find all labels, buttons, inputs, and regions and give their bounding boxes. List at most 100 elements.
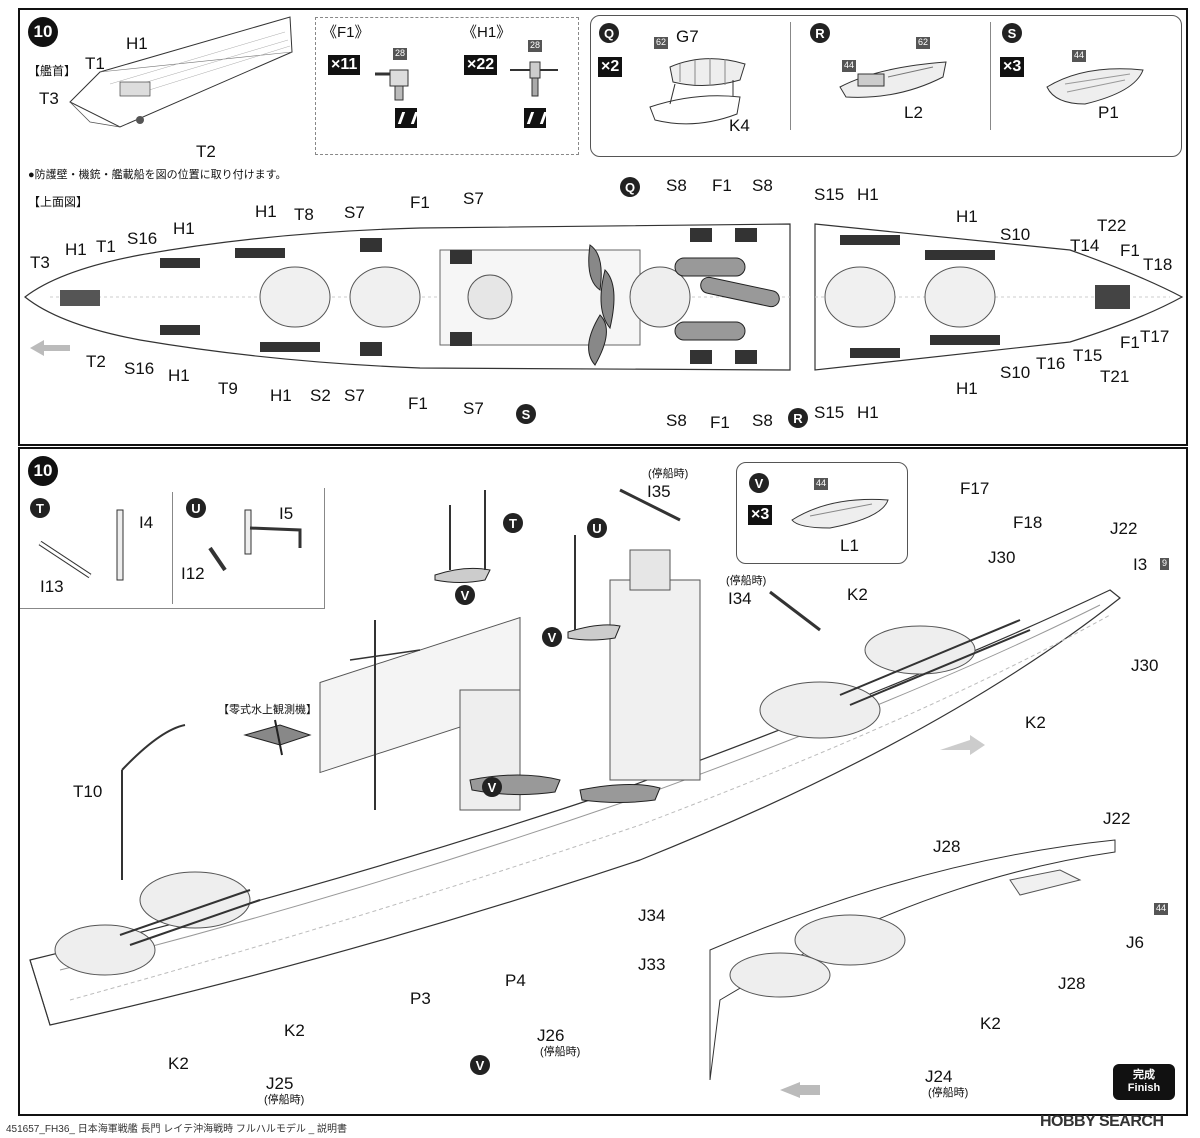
- divider: [172, 492, 173, 604]
- plan-marker-q: Q: [620, 177, 640, 197]
- part-j33: J33: [638, 955, 666, 974]
- boats-box: [590, 15, 1182, 157]
- boat-l2-drawing: [839, 61, 947, 98]
- marker-u: U: [587, 518, 607, 538]
- part-k2: K2: [1025, 713, 1046, 732]
- plan-label-t2: T2: [86, 352, 106, 371]
- ship-side-view: [29, 488, 1121, 1098]
- part-j30: J30: [988, 548, 1016, 567]
- part-j34: J34: [638, 906, 666, 925]
- plan-label-t16: T16: [1036, 354, 1066, 373]
- f1-sprue: 28: [393, 48, 408, 60]
- part-j22: J22: [1103, 809, 1131, 828]
- q-count: ×2: [598, 57, 623, 77]
- r-part-l2: L2: [904, 103, 923, 122]
- plan-label-s8: S8: [666, 176, 687, 195]
- plan-label-h1: H1: [255, 202, 277, 221]
- plan-title: 【上面図】: [28, 195, 89, 209]
- plan-label-f1: F1: [1120, 333, 1140, 352]
- plane-title: 【零式水上観測機】: [218, 704, 317, 716]
- marker-t: T: [503, 513, 523, 533]
- s-sprue: 44: [1072, 50, 1087, 62]
- part-f18: F18: [1013, 513, 1043, 532]
- glue-icon: [524, 108, 546, 128]
- j26-anchored-note: (停船時): [540, 1046, 581, 1058]
- finish-badge: 完成 Finish: [1113, 1064, 1175, 1100]
- part-f17: F17: [960, 479, 990, 498]
- plan-label-s8: S8: [752, 176, 773, 195]
- tu-box: [20, 488, 325, 609]
- plan-label-h1: H1: [956, 379, 978, 398]
- bow-label-t2: T2: [196, 142, 216, 161]
- r-sprue-2: 62: [916, 37, 931, 49]
- plan-label-h1: H1: [956, 207, 978, 226]
- part-j28: J28: [933, 837, 961, 856]
- s-part-p1: P1: [1098, 103, 1119, 122]
- part-j24: J24: [925, 1067, 953, 1086]
- part-k2: K2: [847, 585, 868, 604]
- i3-sprue: 9: [1160, 558, 1170, 570]
- plan-label-t3: T3: [30, 253, 50, 272]
- glue-icon: [395, 108, 417, 128]
- plan-label-t21: T21: [1100, 367, 1130, 386]
- direction-arrow-icon: [30, 340, 70, 356]
- marker-v: V: [542, 627, 562, 647]
- f1-title: 《F1》: [322, 24, 370, 41]
- j6-sprue: 44: [1154, 903, 1169, 915]
- plan-label-s15: S15: [814, 403, 845, 422]
- v-part-l1: L1: [840, 536, 859, 555]
- divider: [790, 22, 791, 130]
- part-p4: P4: [505, 971, 526, 990]
- part-t10: T10: [73, 782, 103, 801]
- plan-label-t18: T18: [1143, 255, 1173, 274]
- boat-l1-drawing: [791, 498, 889, 529]
- plan-label-h1: H1: [168, 366, 190, 385]
- plan-label-t8: T8: [294, 205, 314, 224]
- j24-anchored-note: (停船時): [928, 1087, 969, 1099]
- part-i3: I3: [1133, 555, 1148, 574]
- ship-plan-view: [24, 223, 1184, 371]
- marker-v: V: [455, 585, 475, 605]
- plan-label-s16: S16: [127, 229, 158, 248]
- plan-label-t22: T22: [1097, 216, 1127, 235]
- v-box: [736, 462, 908, 564]
- marker-v: V: [482, 777, 502, 797]
- i35-anchored-note: (停船時): [648, 468, 689, 480]
- plan-label-f1: F1: [1120, 241, 1140, 260]
- plan-label-t15: T15: [1073, 346, 1103, 365]
- part-j25: J25: [266, 1074, 294, 1093]
- bow-drawing: [69, 16, 293, 128]
- plan-label-s10: S10: [1000, 225, 1031, 244]
- plan-marker-r: R: [788, 408, 808, 428]
- s-count: ×3: [1000, 57, 1025, 77]
- q-marker: Q: [599, 23, 619, 43]
- j25-anchored-note: (停船時): [264, 1094, 305, 1106]
- plan-label-s16: S16: [124, 359, 155, 378]
- part-k2: K2: [980, 1014, 1001, 1033]
- boat-k4-drawing: [649, 58, 746, 125]
- i34-anchored-note: (停船時): [726, 575, 767, 587]
- boat-p1-drawing: [1046, 68, 1144, 105]
- t-part-i13: I13: [40, 577, 64, 596]
- plan-label-t9: T9: [218, 379, 238, 398]
- bow-label-t1: T1: [85, 54, 105, 73]
- plan-label-t14: T14: [1070, 236, 1100, 255]
- t-crane-drawing: [38, 509, 124, 581]
- plan-label-s8: S8: [666, 411, 687, 430]
- plan-label-h1: H1: [857, 403, 879, 422]
- plan-label-h1: H1: [173, 219, 195, 238]
- part-i35: I35: [647, 482, 671, 501]
- plan-label-t1: T1: [96, 237, 116, 256]
- instruction-note: ●防護壁・機銃・艦載船を図の位置に取り付けます。: [28, 169, 287, 181]
- t-part-i4: I4: [139, 513, 154, 532]
- h1-sprue: 28: [528, 40, 543, 52]
- plan-label-s7: S7: [344, 386, 365, 405]
- q-sprue: 62: [654, 37, 669, 49]
- u-marker: U: [186, 498, 206, 518]
- f1-gun-drawing: [375, 69, 409, 101]
- part-i34: I34: [728, 589, 752, 608]
- part-k2: K2: [168, 1054, 189, 1073]
- u-crane-drawing: [208, 509, 302, 572]
- part-j30: J30: [1131, 656, 1159, 675]
- part-p3: P3: [410, 989, 431, 1008]
